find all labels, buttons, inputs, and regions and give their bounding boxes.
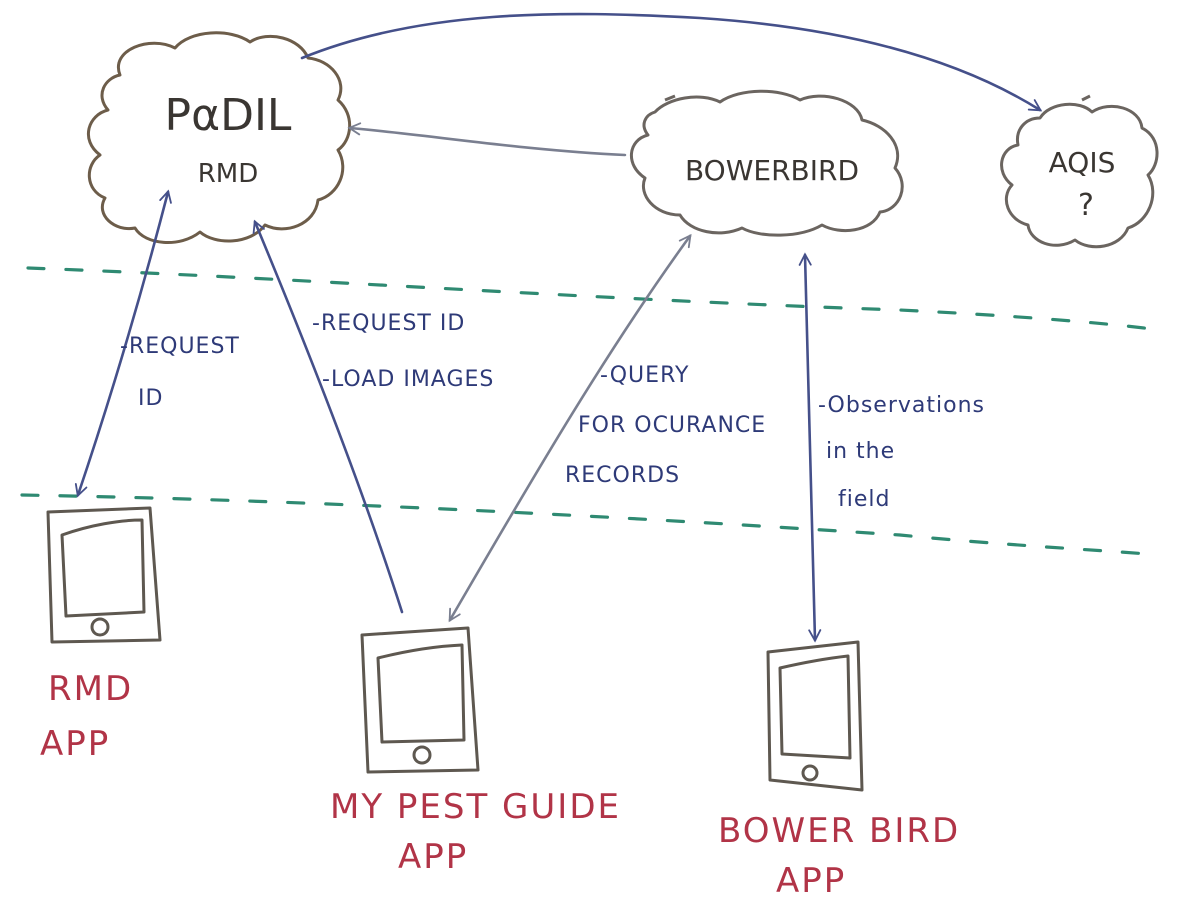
arrow-bowerbird-bowerbirdapp: [798, 252, 822, 643]
edge-label-bowerbird-app: -Observations in the field: [818, 393, 993, 512]
edge-label-padil-pestguide: -REQUEST ID -LOAD IMAGES: [312, 311, 494, 392]
arrow-pestguide-to-padil: [252, 219, 404, 614]
arrow-padil-rmd-app: [74, 189, 172, 498]
edge-label-bowerbird-pestguide-line-2: FOR OCURANCE: [578, 413, 766, 438]
edge-label-padil-pestguide-line-1: -REQUEST ID: [312, 311, 465, 336]
padil-node: P⍺DIL RMD: [87, 31, 352, 245]
bowerbird-node: BOWERBIRD: [629, 89, 904, 237]
edge-label-rmd-line-1: -REQUEST: [120, 334, 240, 359]
dashed-separator-top: [26, 266, 1162, 332]
aqis-cloud-outline: [1000, 102, 1159, 249]
aqis-question-mark: ?: [1078, 188, 1094, 223]
edge-label-bowerbird-app-line-2: in the: [826, 439, 895, 464]
bowerbird-app-label-line-2: APP: [776, 861, 846, 901]
rmd-app-tablet-icon: [46, 506, 162, 644]
edge-label-bowerbird-app-line-1: -Observations: [818, 393, 985, 418]
edge-label-bowerbird-pestguide-line-1: -QUERY: [600, 363, 689, 388]
pest-guide-app-label-line-2: APP: [398, 837, 468, 877]
pest-guide-app-tablet-icon: [360, 626, 480, 774]
pest-guide-app-label-line-1: MY PEST GUIDE: [330, 787, 621, 827]
edge-label-rmd: -REQUEST ID: [120, 334, 248, 411]
rmd-app-label: RMD APP: [40, 669, 146, 764]
rmd-app-label-line-1: RMD: [48, 669, 133, 709]
bowerbird-cloud-outline: [629, 89, 904, 237]
padil-cloud-outline: [87, 31, 352, 245]
padil-subtitle: RMD: [198, 159, 259, 189]
edge-label-padil-pestguide-line-2: -LOAD IMAGES: [322, 367, 494, 392]
pest-guide-app-label: MY PEST GUIDE APP: [330, 787, 634, 877]
edge-label-bowerbird-pestguide-line-3: RECORDS: [565, 463, 680, 488]
edge-label-bowerbird-pestguide: -QUERY FOR OCURANCE RECORDS: [565, 363, 774, 488]
arrow-padil-to-aqis: [300, 12, 1043, 112]
arrow-bowerbird-to-padil: [347, 122, 627, 157]
dashed-separator-bottom: [20, 493, 1162, 557]
bowerbird-app-label: BOWER BIRD APP: [718, 811, 973, 901]
arrow-bowerbird-pestguide: [448, 233, 692, 623]
bowerbird-title: BOWERBIRD: [685, 154, 859, 187]
aqis-node: AQIS ?: [1000, 94, 1159, 249]
bowerbird-app-label-line-1: BOWER BIRD: [718, 811, 960, 851]
padil-title: P⍺DIL: [165, 90, 292, 141]
rmd-app-label-line-2: APP: [40, 724, 110, 764]
edge-label-rmd-line-2: ID: [138, 386, 163, 411]
aqis-title: AQIS: [1049, 146, 1116, 179]
edge-label-bowerbird-app-line-3: field: [838, 487, 890, 512]
bowerbird-app-tablet-icon: [766, 640, 864, 792]
